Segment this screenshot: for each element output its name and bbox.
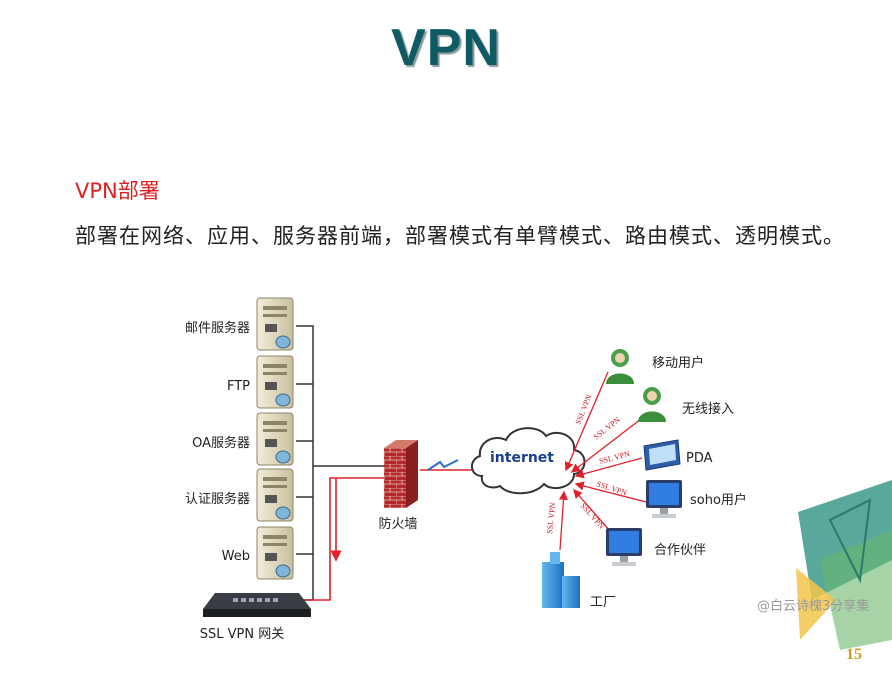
- page-number: 15: [846, 646, 862, 663]
- internet-label: internet: [490, 450, 554, 466]
- section-subtitle: VPN部署: [75, 179, 160, 203]
- link-label: SSL VPN: [545, 502, 557, 534]
- lightning-icon: [427, 459, 459, 471]
- page-title: VPN: [391, 19, 501, 77]
- client-label: soho用户: [690, 492, 747, 508]
- firewall-icon: [384, 440, 418, 508]
- baidu-wenku-logo-icon: [796, 480, 892, 650]
- link-label: SSL VPN: [574, 393, 594, 426]
- server-label: Web: [222, 549, 250, 564]
- ssl-vpn-links: [558, 371, 651, 551]
- client-label: PDA: [686, 451, 713, 466]
- server-icon: [256, 526, 294, 580]
- link-label: SSL VPN: [595, 479, 628, 497]
- factory-building-icon: [542, 552, 580, 608]
- client-label: 移动用户: [652, 355, 704, 371]
- pda-icon: [643, 439, 681, 471]
- server-icon: [256, 468, 294, 522]
- server-label: OA服务器: [192, 435, 250, 451]
- description-paragraph: 部署在网络、应用、服务器前端，部署模式有单臂模式、路由模式、透明模式。: [75, 224, 845, 248]
- server-icon: [256, 355, 294, 409]
- gateway-label: SSL VPN 网关: [200, 627, 284, 642]
- firewall-label: 防火墙: [378, 516, 417, 532]
- lan-bus: [296, 325, 390, 601]
- server-icon: [256, 297, 294, 351]
- soho-computer-icon: [646, 480, 682, 518]
- partner-computer-icon: [606, 528, 642, 566]
- mobile-user-icon: [606, 349, 634, 384]
- client-label: 工厂: [590, 595, 616, 610]
- link-label: SSL VPN: [598, 449, 631, 466]
- server-label: FTP: [227, 379, 250, 394]
- wireless-user-icon: [638, 387, 666, 422]
- vpn-gateway-icon: [203, 593, 311, 617]
- server-label: 认证服务器: [185, 491, 250, 507]
- client-label: 合作伙伴: [654, 543, 706, 558]
- client-label: 无线接入: [682, 401, 734, 417]
- link-label: SSL VPN: [579, 501, 607, 530]
- server-label: 邮件服务器: [185, 320, 250, 336]
- server-icon: [256, 412, 294, 466]
- watermark-text: @白云诗槐3分享集: [757, 599, 870, 614]
